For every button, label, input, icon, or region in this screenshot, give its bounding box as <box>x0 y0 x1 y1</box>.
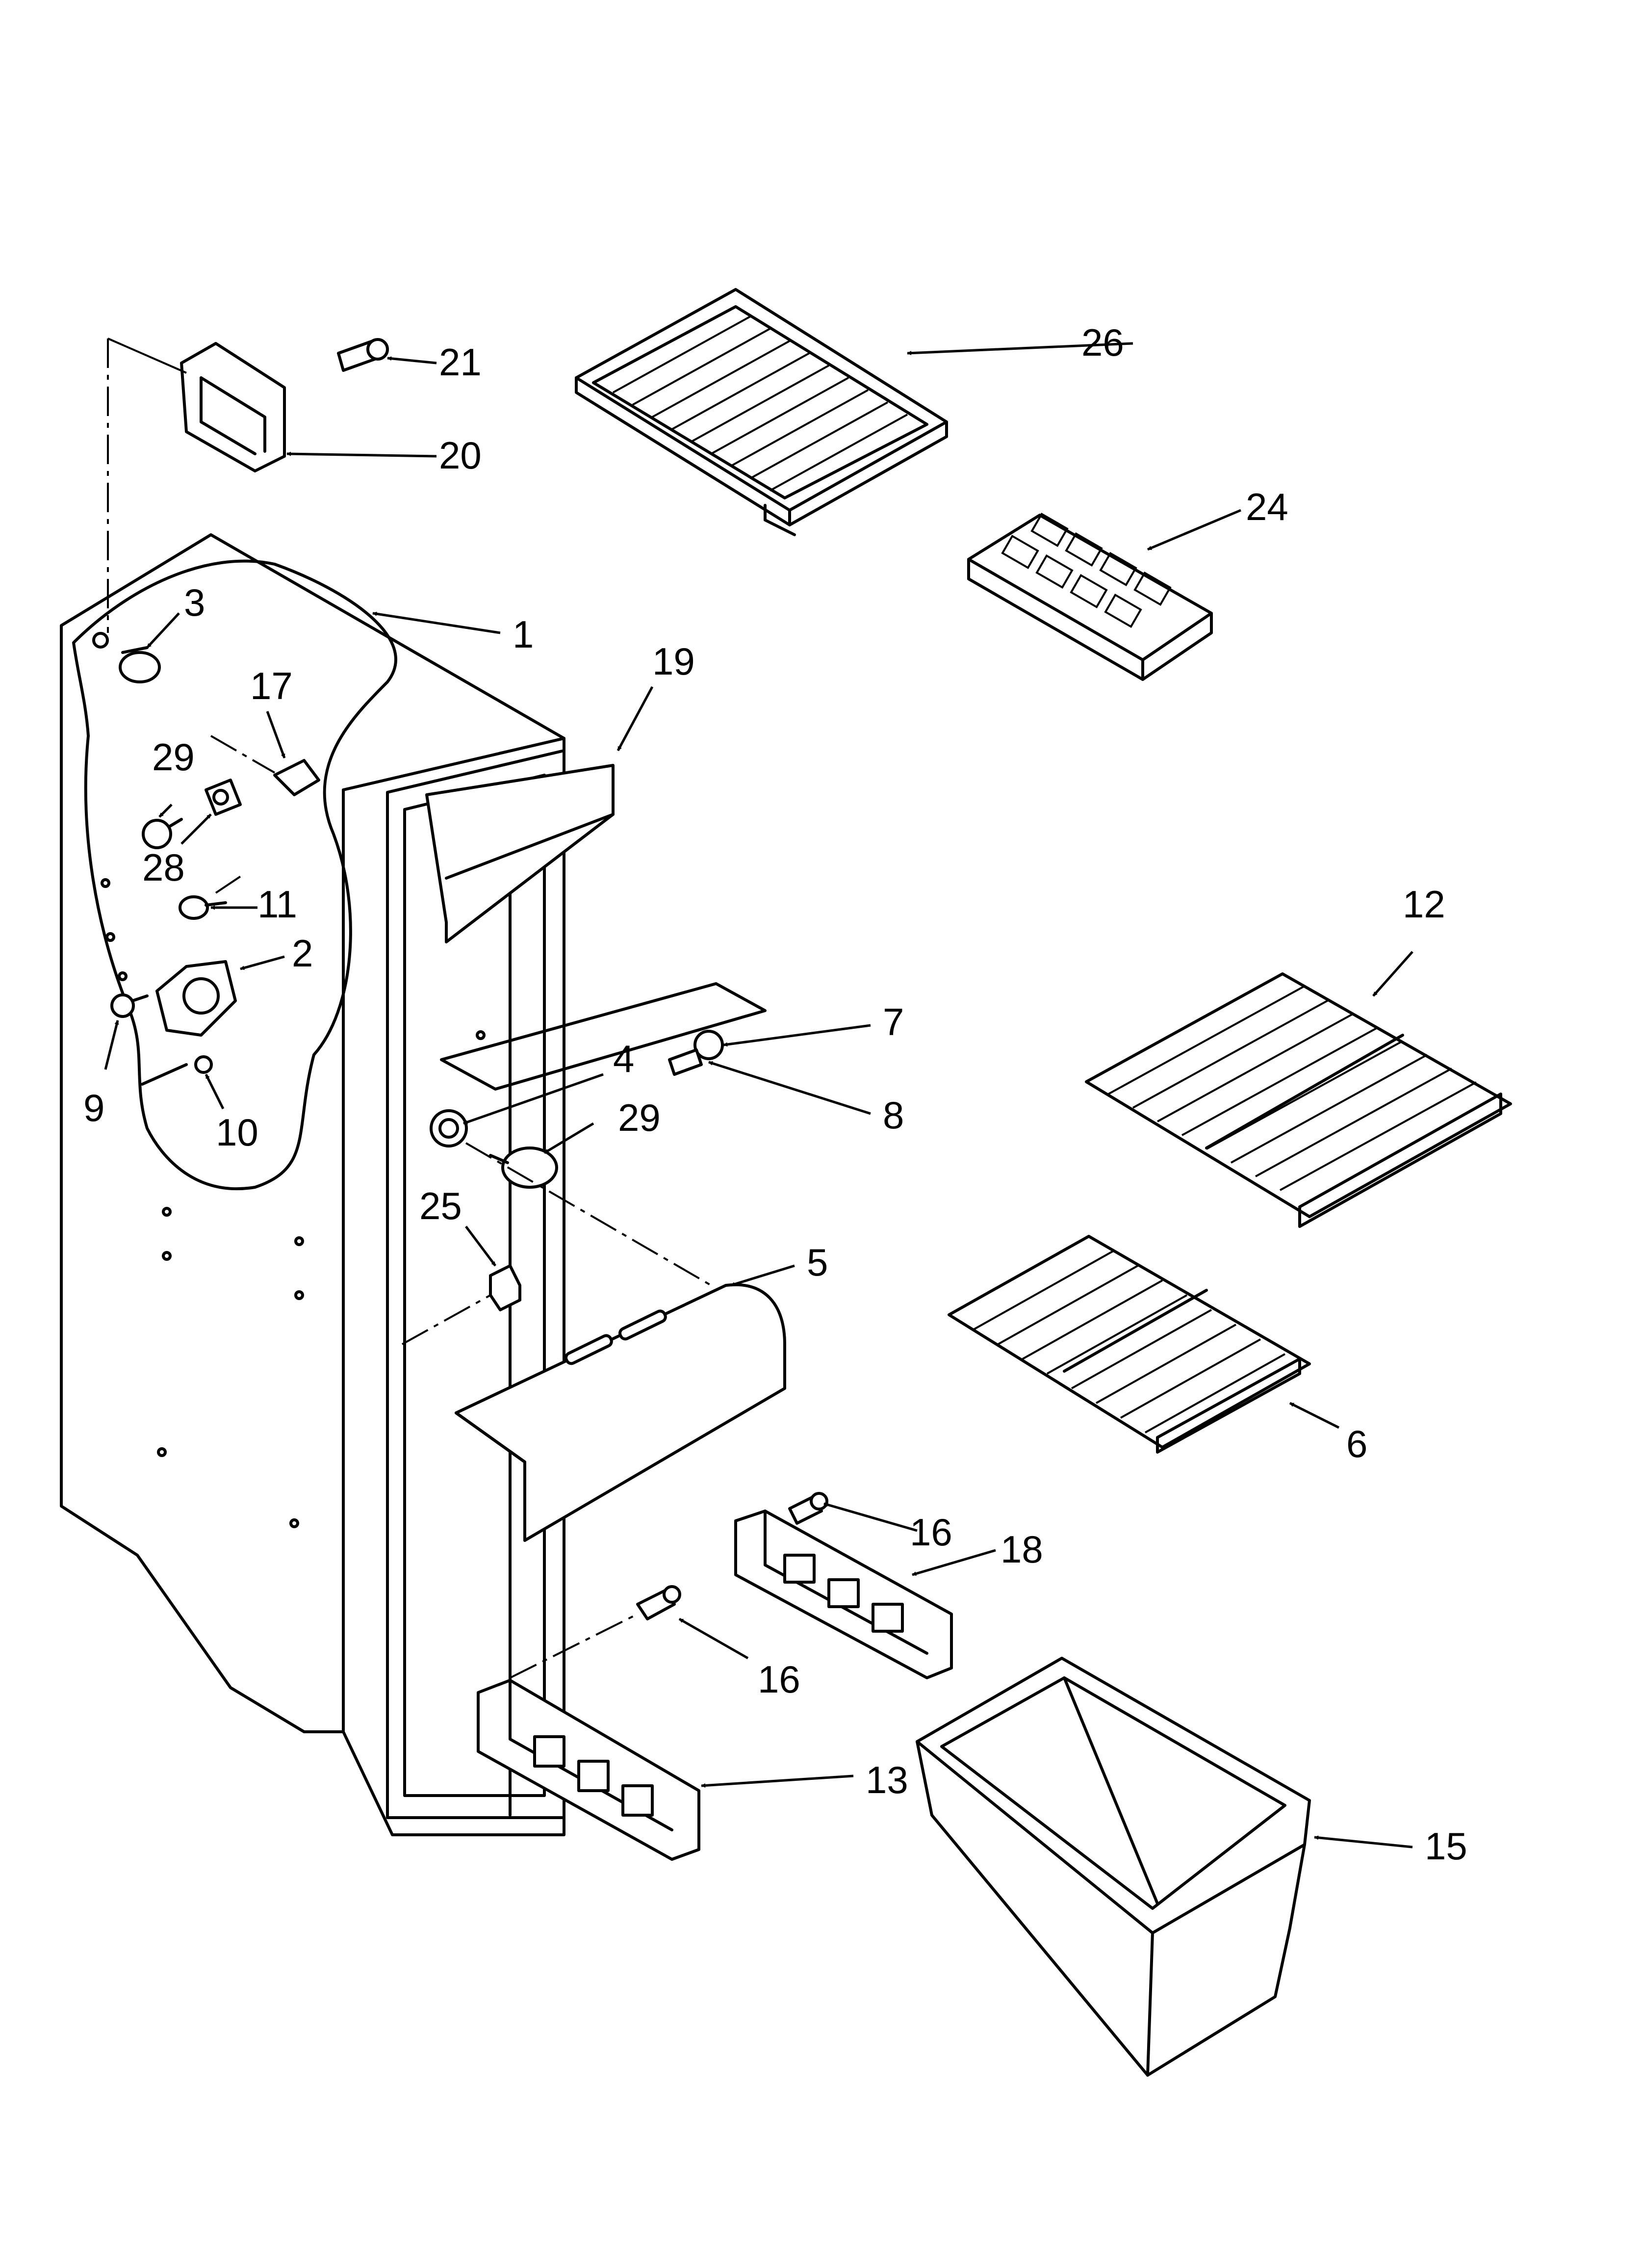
callout-29-lower: 29 <box>618 1096 661 1139</box>
callout-9: 9 <box>83 1086 104 1129</box>
screw-part-16-upper <box>788 1492 828 1525</box>
callout-21: 21 <box>439 340 482 384</box>
callout-6: 6 <box>1346 1422 1367 1465</box>
callout-8: 8 <box>883 1094 904 1137</box>
callout-7: 7 <box>883 1000 904 1043</box>
callout-16-lower: 16 <box>758 1658 800 1701</box>
wire-shelf-part-26 <box>575 288 948 536</box>
rail-part-13 <box>477 1679 700 1861</box>
callout-16-upper: 16 <box>910 1511 952 1554</box>
rail-part-18 <box>734 1510 953 1679</box>
clip-part-17 <box>273 759 320 796</box>
screw-part-10 <box>141 1055 213 1086</box>
bulb-part-29-upper <box>142 818 183 849</box>
switch-part-25 <box>402 1264 521 1345</box>
callout-4: 4 <box>613 1037 634 1080</box>
socket-part-28 <box>205 779 242 816</box>
ice-tray-part-24 <box>967 512 1213 681</box>
socket-part-4 <box>430 1109 468 1147</box>
callout-19: 19 <box>652 640 695 683</box>
wire-shelf-part-6 <box>948 1235 1311 1454</box>
callout-2: 2 <box>292 932 313 975</box>
bolt-part-8 <box>668 1030 724 1076</box>
callout-29-upper: 29 <box>152 735 195 779</box>
callout-26: 26 <box>1081 321 1124 364</box>
callout-25: 25 <box>419 1184 462 1227</box>
callout-13: 13 <box>866 1758 908 1801</box>
callout-18: 18 <box>1001 1528 1043 1571</box>
plug-part-3 <box>92 632 161 683</box>
cover-plate-part-7 <box>440 982 767 1091</box>
freezer-liner <box>60 533 565 1836</box>
callout-28: 28 <box>142 846 185 889</box>
callout-12: 12 <box>1403 883 1445 926</box>
screw-part-16-lower <box>636 1585 681 1620</box>
callout-24: 24 <box>1246 485 1288 528</box>
panel-part-19 <box>425 764 615 943</box>
wire-shelf-part-12 <box>1085 972 1512 1228</box>
screw-part-21 <box>337 338 389 372</box>
callout-15: 15 <box>1425 1825 1467 1868</box>
callout-17: 17 <box>250 664 293 707</box>
callout-labels: 1 2 3 4 5 6 7 8 9 10 11 12 13 15 16 16 1… <box>83 321 1467 1868</box>
callout-3: 3 <box>184 581 205 624</box>
part-11 <box>179 872 246 920</box>
leader-lines <box>104 342 1413 1849</box>
callout-1: 1 <box>513 613 534 656</box>
callout-5: 5 <box>807 1241 828 1284</box>
bin-part-15 <box>916 1657 1311 2077</box>
bulb-part-29-lower <box>489 1147 558 1189</box>
callout-11: 11 <box>257 883 297 926</box>
callout-10: 10 <box>216 1111 258 1154</box>
callout-20: 20 <box>439 434 482 477</box>
duct-cover-part-5 <box>455 1283 786 1542</box>
knob-part-9 <box>110 993 149 1018</box>
bracket-part-20 <box>180 342 286 472</box>
housing-part-2 <box>155 960 237 1037</box>
